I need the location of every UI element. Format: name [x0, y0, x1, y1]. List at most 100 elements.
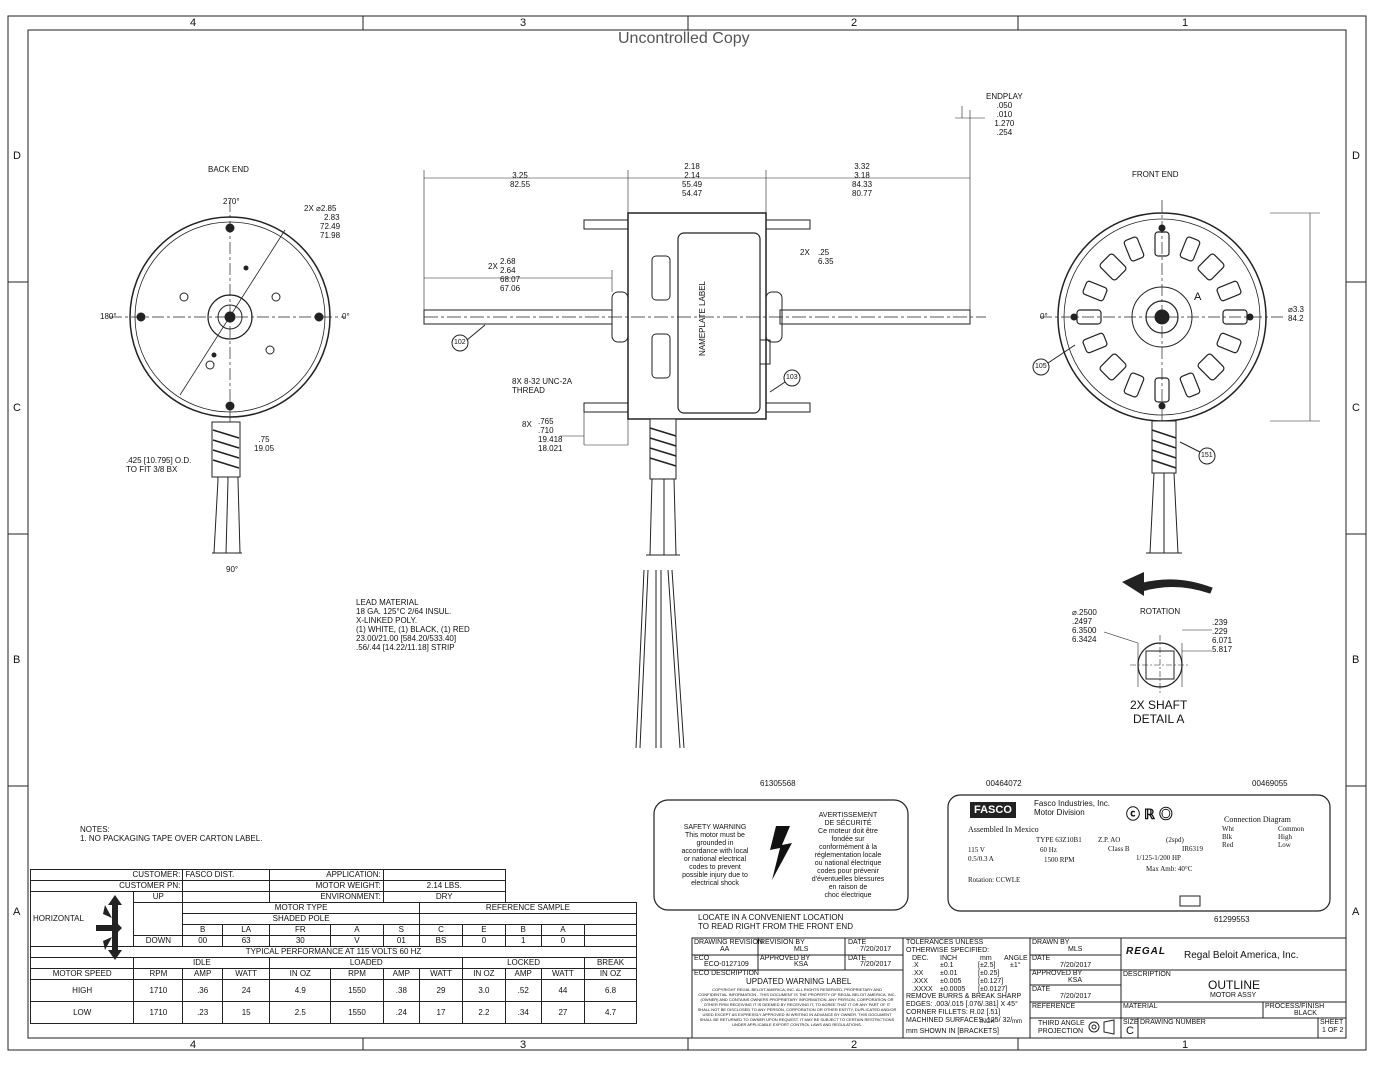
col-header: MOTOR SPEED: [29, 968, 135, 980]
cell: 1550: [330, 1001, 384, 1024]
environment-label: ENVIRONMENT:: [269, 891, 384, 903]
table-row: HIGH 1710 .36 24 4.9 1550 .38 29 3.0 .52…: [29, 979, 637, 1002]
col-header: RPM: [330, 968, 384, 980]
grid-row-b-left: B: [13, 654, 21, 666]
angle-0-front: 0°: [1040, 312, 1048, 321]
watermark: Uncontrolled Copy: [618, 30, 750, 47]
motor-weight-label: MOTOR WEIGHT:: [269, 880, 384, 892]
eco-number: ECO-0127109: [704, 961, 749, 968]
size-value: C: [1126, 1025, 1134, 1037]
group-break: BREAK: [584, 957, 637, 969]
grid-col-3-top: 3: [520, 17, 527, 29]
ref-header: E: [462, 924, 506, 936]
ref-value: 00: [182, 935, 223, 947]
company-name: Regal Beloit America, Inc.: [1184, 950, 1299, 961]
grid-row-a-left: A: [13, 906, 21, 918]
up-label: UP: [133, 891, 184, 903]
col-header: IN OZ: [462, 968, 506, 980]
warning-label-outline: [653, 799, 909, 911]
tol-head-angle: ANGLE: [1004, 955, 1028, 962]
ref-value: 30: [269, 935, 332, 947]
rev-date-label: DATE: [848, 939, 867, 946]
shown-in-note: mm SHOWN IN [BRACKETS]: [906, 1028, 999, 1035]
outer-border: [7, 15, 1367, 1051]
col-header: WATT: [540, 968, 586, 980]
ref-value: V: [330, 935, 384, 947]
motor-class: Class B: [1108, 845, 1130, 853]
motor-weight-value: 2.14 LBS.: [382, 880, 506, 892]
drawing-number-label: DRAWING NUMBER: [1140, 1019, 1206, 1026]
customer-label: CUSTOMER:: [29, 869, 184, 881]
lightning-icon: [770, 826, 792, 880]
cell: 1710: [133, 979, 184, 1002]
notes: NOTES:1. NO PACKAGING TAPE OVER CARTON L…: [80, 825, 263, 843]
angle-180: 180°: [100, 312, 117, 321]
grid-row-d-left: D: [13, 150, 21, 162]
grid-col-4-top: 4: [190, 17, 197, 29]
surf-unit-mm: mm: [1012, 1019, 1022, 1025]
grid-row-b-right: B: [1352, 654, 1360, 666]
certification-marks-icon: ⓒ ℝ ◎: [1126, 806, 1173, 822]
cell: 2.2: [462, 1001, 506, 1024]
cell: 1710: [133, 1001, 184, 1024]
drawn-by: MLS: [1068, 946, 1083, 953]
stud-8x: 8X: [522, 420, 532, 429]
reference-sample-label: REFERENCE SAMPLE: [418, 902, 638, 914]
drawing-revision-label: DRAWING REVISION: [694, 939, 763, 946]
tol-head-dec: DEC.: [912, 955, 929, 962]
back-dia-callout: 2X ⌀2.85 2.83 72.49 71.98: [304, 204, 341, 240]
cell: 4.9: [269, 979, 332, 1002]
down-label: DOWN: [133, 935, 184, 947]
grid-col-1-bottom: 1: [1182, 1039, 1189, 1051]
grid-row-c-left: C: [13, 402, 21, 414]
grid-row-a-right: A: [1352, 906, 1360, 918]
back-end-title: BACK END: [208, 165, 249, 174]
motor-amps: 0.5/0.3 A: [968, 855, 994, 863]
shaft-detail-a: [1103, 629, 1212, 695]
front-end-title: FRONT END: [1132, 170, 1179, 179]
drawing-revision: AA: [720, 946, 730, 953]
ref-value: 1: [504, 935, 542, 947]
grid-row-d-right: D: [1352, 150, 1360, 162]
sheet-label: SHEET: [1320, 1019, 1344, 1026]
cell: 17: [418, 1001, 464, 1024]
balloon-103: 103: [786, 374, 798, 381]
ref-value: 0: [462, 935, 506, 947]
cell: .24: [382, 1001, 420, 1024]
ref-header: FR: [269, 924, 332, 936]
col-header: WATT: [418, 968, 464, 980]
part-number-1: 61305568: [760, 779, 796, 788]
nameplate-outline: [947, 794, 1331, 912]
drawn-date: 7/20/2017: [1060, 962, 1092, 969]
cell: 3.0: [462, 979, 506, 1002]
balloon-151: 151: [1201, 452, 1213, 459]
approved-by: KSA: [794, 961, 809, 968]
cell: 1550: [330, 979, 384, 1002]
dim-shaft-2x: 2X: [488, 262, 498, 271]
label-part-number: 61299553: [1214, 915, 1250, 924]
environment-value: DRY: [382, 891, 506, 903]
cell: 2.5: [269, 1001, 332, 1024]
material-label: MATERIAL: [1123, 1003, 1158, 1010]
eco-label: ECO: [694, 955, 710, 962]
connection-diagram-title: Connection Diagram: [1224, 815, 1291, 824]
tol-inch-col: ±0.1±0.01±0.005±0.0005: [940, 962, 966, 993]
part-number-2: 00464072: [986, 779, 1022, 788]
grid-col-2-top: 2: [851, 17, 858, 29]
ref-header: S: [382, 924, 420, 936]
motor-rpm: 1500 RPM: [1044, 856, 1075, 864]
cell: .52: [504, 979, 542, 1002]
motor-rotation: Rotation: CCWLE: [968, 876, 1021, 884]
cell: 27: [540, 1001, 586, 1024]
motor-volts: 115 V: [968, 846, 985, 854]
